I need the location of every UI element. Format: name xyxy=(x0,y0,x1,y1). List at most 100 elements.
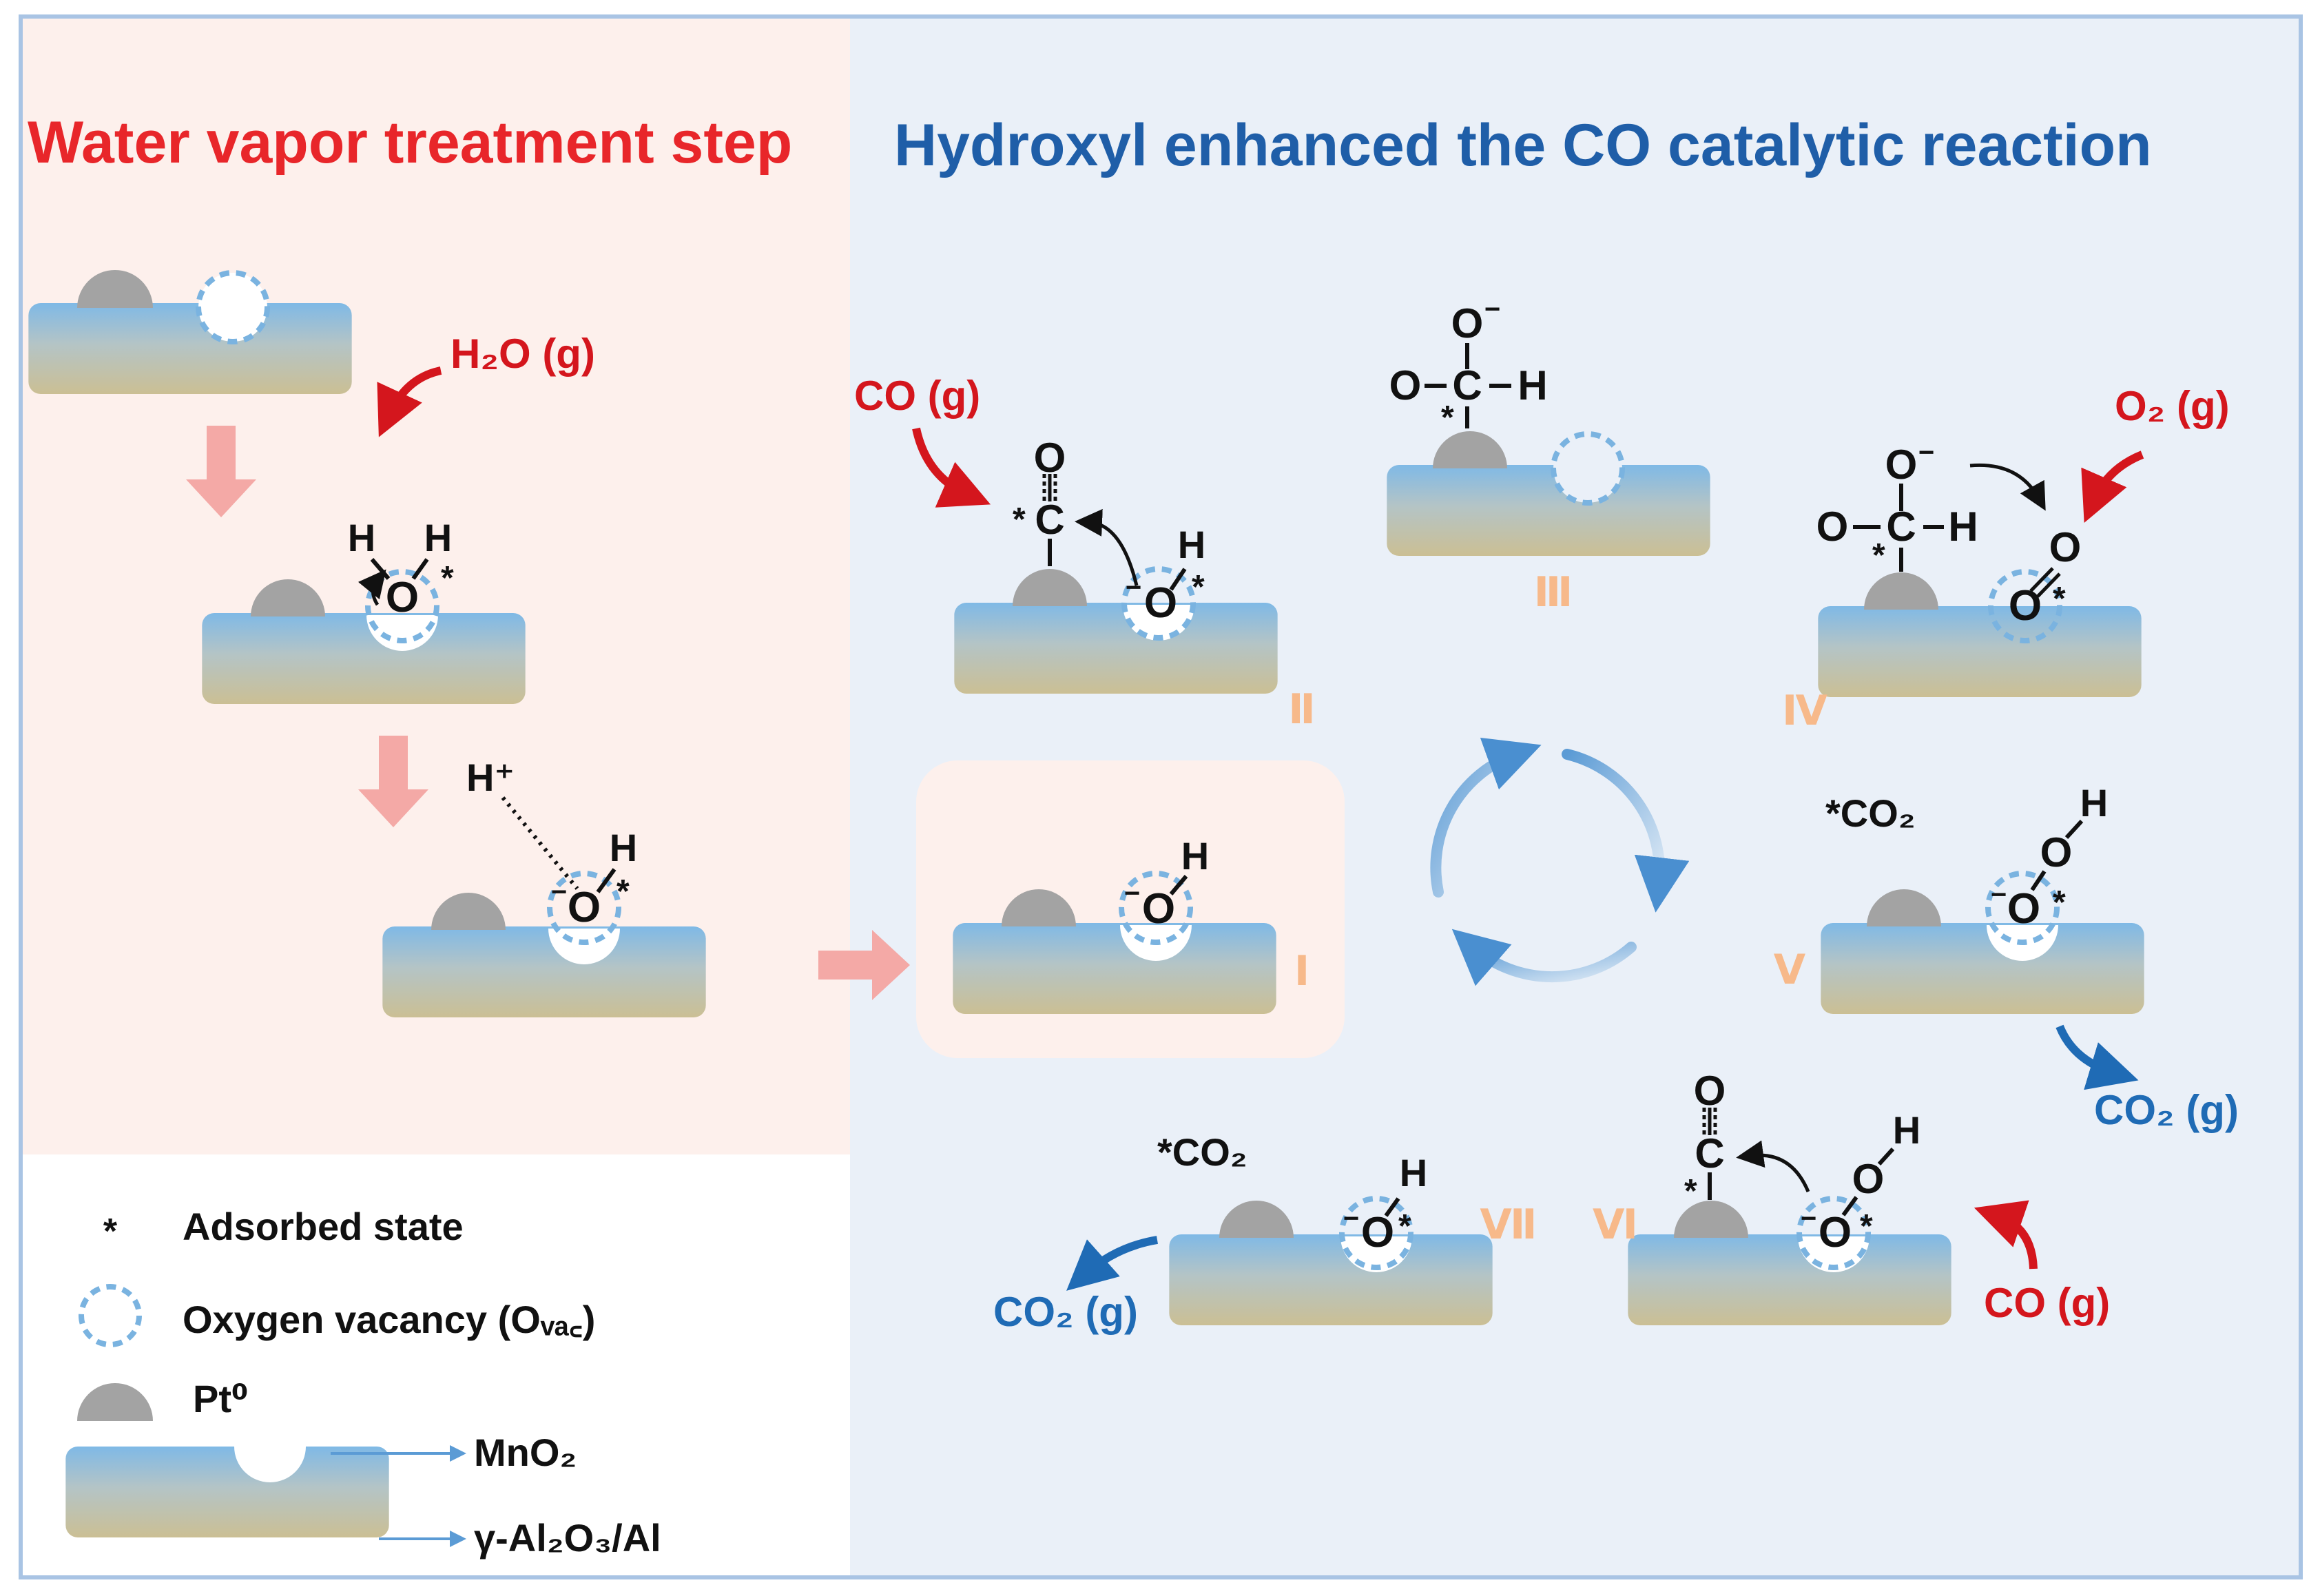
svg-text:H: H xyxy=(1518,362,1547,408)
transfer-arrow xyxy=(818,930,910,1000)
svg-text:H: H xyxy=(2080,781,2108,825)
h2o-gas-label: H₂O (g) xyxy=(450,331,595,377)
pt-particle-icon xyxy=(251,579,325,616)
svg-text:*: * xyxy=(1192,569,1205,605)
oxygen-vacancy-icon xyxy=(365,569,439,643)
oxygen-vacancy-icon xyxy=(1551,431,1625,506)
legend-adsorbed-label: Adsorbed state xyxy=(183,1205,464,1248)
svg-text:−: − xyxy=(1484,294,1500,324)
svg-text:O: O xyxy=(1361,1209,1394,1256)
svg-text:O: O xyxy=(1034,435,1066,481)
svg-text:*: * xyxy=(1013,501,1026,538)
svg-text:H: H xyxy=(1948,504,1978,550)
co2-desorption-arrow-2 xyxy=(1066,1236,1159,1291)
step-vii-catalyst: O − * H *CO₂ xyxy=(1157,1130,1493,1325)
legend-vacancy-label: Oxygen vacancy (Oᵥₐ꜀) xyxy=(183,1298,595,1341)
step-iv-catalyst: O * O C O H O − * xyxy=(1816,437,2142,697)
svg-text:−: − xyxy=(1124,878,1140,909)
oxygen-vacancy-icon xyxy=(1121,566,1196,641)
svg-text:*: * xyxy=(1441,400,1454,436)
step-label-vi: Ⅵ xyxy=(1593,1201,1638,1247)
pt-particle-icon xyxy=(1219,1201,1294,1238)
oxygen-vacancy-icon xyxy=(1119,871,1193,945)
co2-gas-label-1: CO₂ (g) xyxy=(2094,1087,2239,1133)
svg-text:*: * xyxy=(617,873,630,910)
co2-gas-label-2: CO₂ (g) xyxy=(993,1289,1138,1335)
proton-label: H⁺ xyxy=(466,756,515,799)
oxygen-vacancy-icon xyxy=(1796,1196,1871,1270)
pt-particle-icon xyxy=(1433,431,1507,468)
co2-adsorbed-label-vii: *CO₂ xyxy=(1157,1130,1247,1174)
svg-text:C: C xyxy=(1035,497,1064,543)
step-down-arrow-2 xyxy=(358,736,428,827)
svg-text:O: O xyxy=(2009,582,2042,630)
svg-text:C: C xyxy=(1886,504,1916,550)
co2-desorption-arrow-1 xyxy=(2055,1024,2139,1090)
step-label-vii: Ⅶ xyxy=(1480,1201,1537,1247)
oxygen-vacancy-icon xyxy=(547,871,621,945)
svg-text:O: O xyxy=(1142,885,1175,933)
pt-particle-icon xyxy=(1864,572,1938,610)
h2o-adsorption-arrow xyxy=(377,366,442,437)
pt-particle-icon xyxy=(1867,889,1941,926)
svg-text:H: H xyxy=(1178,523,1205,566)
oxygen-vacancy-icon xyxy=(1339,1196,1413,1270)
svg-text:O: O xyxy=(1694,1068,1726,1114)
step-label-i: Ⅰ xyxy=(1294,948,1309,994)
water-adsorbed-catalyst: O H H * xyxy=(202,516,526,704)
pt-particle-icon xyxy=(1674,1201,1748,1238)
co-gas-label-1: CO (g) xyxy=(854,373,980,419)
svg-text:−: − xyxy=(1126,572,1141,603)
svg-text:O: O xyxy=(2007,885,2040,933)
svg-text:*: * xyxy=(2053,581,2066,617)
svg-text:O: O xyxy=(568,884,601,931)
co-adsorption-arrow-2 xyxy=(1974,1200,2038,1269)
svg-text:O: O xyxy=(1819,1209,1852,1256)
step-ii-catalyst: O − * H C * O xyxy=(954,435,1278,694)
pt-particle-icon xyxy=(1013,569,1087,606)
pt-particle-icon xyxy=(77,270,153,308)
svg-text:*: * xyxy=(1872,537,1885,574)
step-label-iv: Ⅳ xyxy=(1782,687,1827,734)
svg-text:C: C xyxy=(1695,1130,1724,1177)
cycle-arrows-icon xyxy=(1430,737,1690,986)
oxygen-vacancy-icon xyxy=(196,270,270,344)
legend: * Adsorbed state Oxygen vacancy (Oᵥₐ꜀) P… xyxy=(65,1205,661,1559)
pt-particle-icon xyxy=(1002,889,1076,926)
figure-frame xyxy=(19,14,2303,1579)
svg-text:H: H xyxy=(348,516,375,559)
svg-text:H: H xyxy=(1181,834,1209,878)
svg-text:*: * xyxy=(1860,1208,1873,1245)
svg-text:O: O xyxy=(1389,362,1422,408)
svg-text:−: − xyxy=(1918,437,1934,468)
svg-text:*: * xyxy=(1398,1208,1411,1245)
step-v-catalyst: O − * O H *CO₂ xyxy=(1821,781,2144,1014)
svg-text:O: O xyxy=(1451,300,1484,346)
oxygen-vacancy-icon xyxy=(79,1284,142,1347)
svg-text:O: O xyxy=(2049,524,2082,570)
co2-adsorbed-label-v: *CO₂ xyxy=(1825,791,1916,835)
svg-text:−: − xyxy=(551,877,567,907)
legend-asterisk: * xyxy=(103,1212,118,1252)
right-title: Hydroxyl enhanced the CO catalytic react… xyxy=(894,112,2152,178)
left-title: Water vapor treatment step xyxy=(28,110,792,176)
oxygen-vacancy-icon xyxy=(1988,569,2062,643)
svg-text:−: − xyxy=(1801,1203,1816,1234)
svg-text:−: − xyxy=(1343,1203,1359,1234)
svg-text:H: H xyxy=(424,516,452,559)
o2-adsorption-arrow xyxy=(2081,450,2144,524)
step-label-iii: Ⅲ xyxy=(1534,569,1573,615)
svg-text:*: * xyxy=(2053,884,2066,921)
co-gas-label-2: CO (g) xyxy=(1984,1280,2110,1326)
svg-text:O: O xyxy=(1885,442,1918,488)
co-adsorption-arrow-1 xyxy=(912,427,991,508)
svg-text:O: O xyxy=(1816,504,1849,550)
pt-particle-icon xyxy=(431,893,506,930)
oxygen-vacancy-icon xyxy=(1985,871,2060,945)
step-label-v: Ⅴ xyxy=(1774,946,1806,993)
initial-catalyst xyxy=(28,270,352,394)
svg-text:−: − xyxy=(1991,880,2007,910)
catalyst-slab-icon xyxy=(234,1447,306,1482)
legend-support-label: γ-Al₂O₃/Al xyxy=(474,1516,661,1559)
